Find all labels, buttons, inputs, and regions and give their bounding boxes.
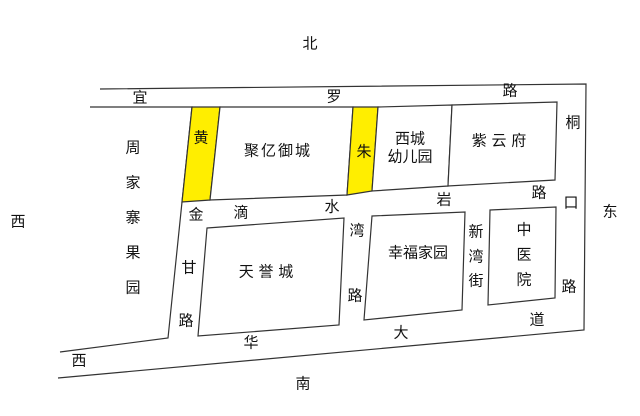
label-zhoujia: 家 bbox=[125, 174, 140, 192]
block-zhongyi[interactable] bbox=[487, 206, 557, 306]
block-xingfu[interactable] bbox=[363, 211, 466, 321]
road-gan-char: 甘 bbox=[181, 259, 196, 277]
block-ziyun[interactable] bbox=[447, 101, 558, 187]
label-zhoujia: 寨 bbox=[125, 209, 140, 227]
label-huang: 黄 bbox=[193, 129, 208, 147]
label-zhoujia: 果 bbox=[125, 244, 140, 262]
direction-south: 南 bbox=[295, 375, 310, 393]
label-zhongyi: 院 bbox=[516, 271, 531, 289]
road-tongkou-char: 桐 bbox=[565, 114, 580, 132]
label-ziyun: 紫 云 府 bbox=[472, 132, 527, 150]
road-wan-char: 湾 bbox=[349, 222, 364, 240]
road-xinwan-char: 湾 bbox=[468, 248, 483, 266]
road-xinwan-char: 街 bbox=[468, 272, 483, 290]
road-tongkou-char: 路 bbox=[561, 278, 576, 296]
road-wan-char: 路 bbox=[347, 287, 362, 305]
direction-north: 北 bbox=[302, 35, 317, 53]
road-edge-top bbox=[57, 83, 587, 379]
road-xinwan-char: 新 bbox=[468, 223, 483, 241]
label-xingfu: 幸福家园 bbox=[388, 244, 448, 262]
direction-west: 西 bbox=[10, 213, 25, 231]
label-zhongyi: 医 bbox=[516, 246, 531, 264]
block-tianyu[interactable] bbox=[197, 217, 345, 337]
label-zhoujia: 周 bbox=[125, 139, 140, 157]
label-xicheng-1: 西城 bbox=[395, 130, 425, 148]
direction-east: 东 bbox=[602, 203, 617, 221]
road-jindi-char: 岩 bbox=[436, 191, 451, 209]
label-zhongyi: 中 bbox=[516, 221, 531, 239]
road-jindi-char: 金 bbox=[188, 206, 203, 224]
road-xihua-char: 大 bbox=[393, 324, 408, 342]
road-xihua-char: 西 bbox=[71, 352, 86, 370]
road-xihua-char: 道 bbox=[529, 311, 544, 329]
road-xihua-char: 华 bbox=[243, 334, 258, 352]
road-yiluo-char: 罗 bbox=[326, 88, 341, 106]
label-zhu: 朱 bbox=[356, 143, 371, 161]
label-zhoujia: 园 bbox=[125, 279, 140, 297]
road-jindi-char: 水 bbox=[324, 198, 339, 216]
label-tianyu: 天 誉 城 bbox=[239, 263, 294, 281]
road-yiluo-char: 路 bbox=[502, 82, 517, 100]
label-xicheng-2: 幼儿园 bbox=[387, 148, 432, 166]
road-jindi-char: 滴 bbox=[233, 204, 248, 222]
road-jindi-char: 路 bbox=[531, 184, 546, 202]
road-gan-char: 路 bbox=[178, 312, 193, 330]
label-juyi: 聚亿御城 bbox=[244, 142, 312, 160]
road-yiluo-char: 宜 bbox=[132, 89, 147, 107]
road-tongkou-char: 口 bbox=[563, 194, 578, 212]
